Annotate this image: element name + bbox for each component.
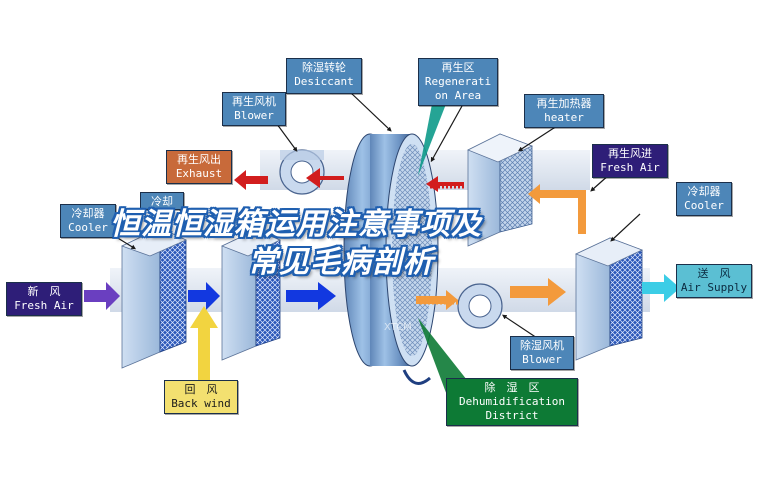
- process-flow-arrows: [188, 282, 336, 310]
- headline-overlay: 恒温恒湿箱运用注意事项及 常见毛病剖析: [110, 206, 670, 282]
- fresh-air-arrow: [84, 282, 120, 310]
- cooler-right-unit: [574, 237, 644, 361]
- air-supply-arrow: [642, 274, 680, 302]
- label-regeneration-area: 再生区 Regenerati on Area: [418, 58, 498, 106]
- label-cooler-left: 冷却器 Cooler: [60, 204, 116, 238]
- regeneration-heater-unit: [467, 133, 534, 247]
- watermark-text: XTCM: [384, 322, 412, 333]
- headline-line-1: 恒温恒湿箱运用注意事项及: [110, 207, 482, 242]
- desiccant-wheel: [343, 133, 439, 385]
- label-cooler-left-second: 冷却: [140, 192, 184, 210]
- label-back-wind: 回 风 Back wind: [164, 380, 238, 414]
- back-wind-arrow: [190, 306, 218, 380]
- dehumidification-blower-unit: [457, 283, 503, 329]
- label-desiccant: 除湿转轮 Desiccant: [286, 58, 362, 94]
- cooler-left-unit: [120, 227, 187, 369]
- label-regeneration-heater: 再生加热器 heater: [524, 94, 604, 128]
- label-regeneration-fresh-air: 再生风进 Fresh Air: [592, 144, 668, 178]
- label-regeneration-blower: 再生风机 Blower: [222, 92, 286, 126]
- headline-line-2: 常见毛病剖析: [248, 245, 434, 280]
- label-dehumidification-district: 除 湿 区 Dehumidification District: [446, 378, 578, 426]
- cooler-left-second-unit: [220, 229, 281, 361]
- label-fresh-air: 新 风 Fresh Air: [6, 282, 82, 316]
- regeneration-area-pointer: [418, 104, 446, 176]
- heater-feed-arrows: [416, 184, 586, 310]
- label-air-supply: 送 风 Air Supply: [676, 264, 752, 298]
- label-dehumidification-blower: 除湿风机 Blower: [510, 336, 574, 370]
- label-regeneration-exhaust: 再生风出 Exhaust: [166, 150, 232, 184]
- regeneration-flow-arrows: [234, 168, 464, 192]
- label-cooler-right: 冷却器 Cooler: [676, 182, 732, 216]
